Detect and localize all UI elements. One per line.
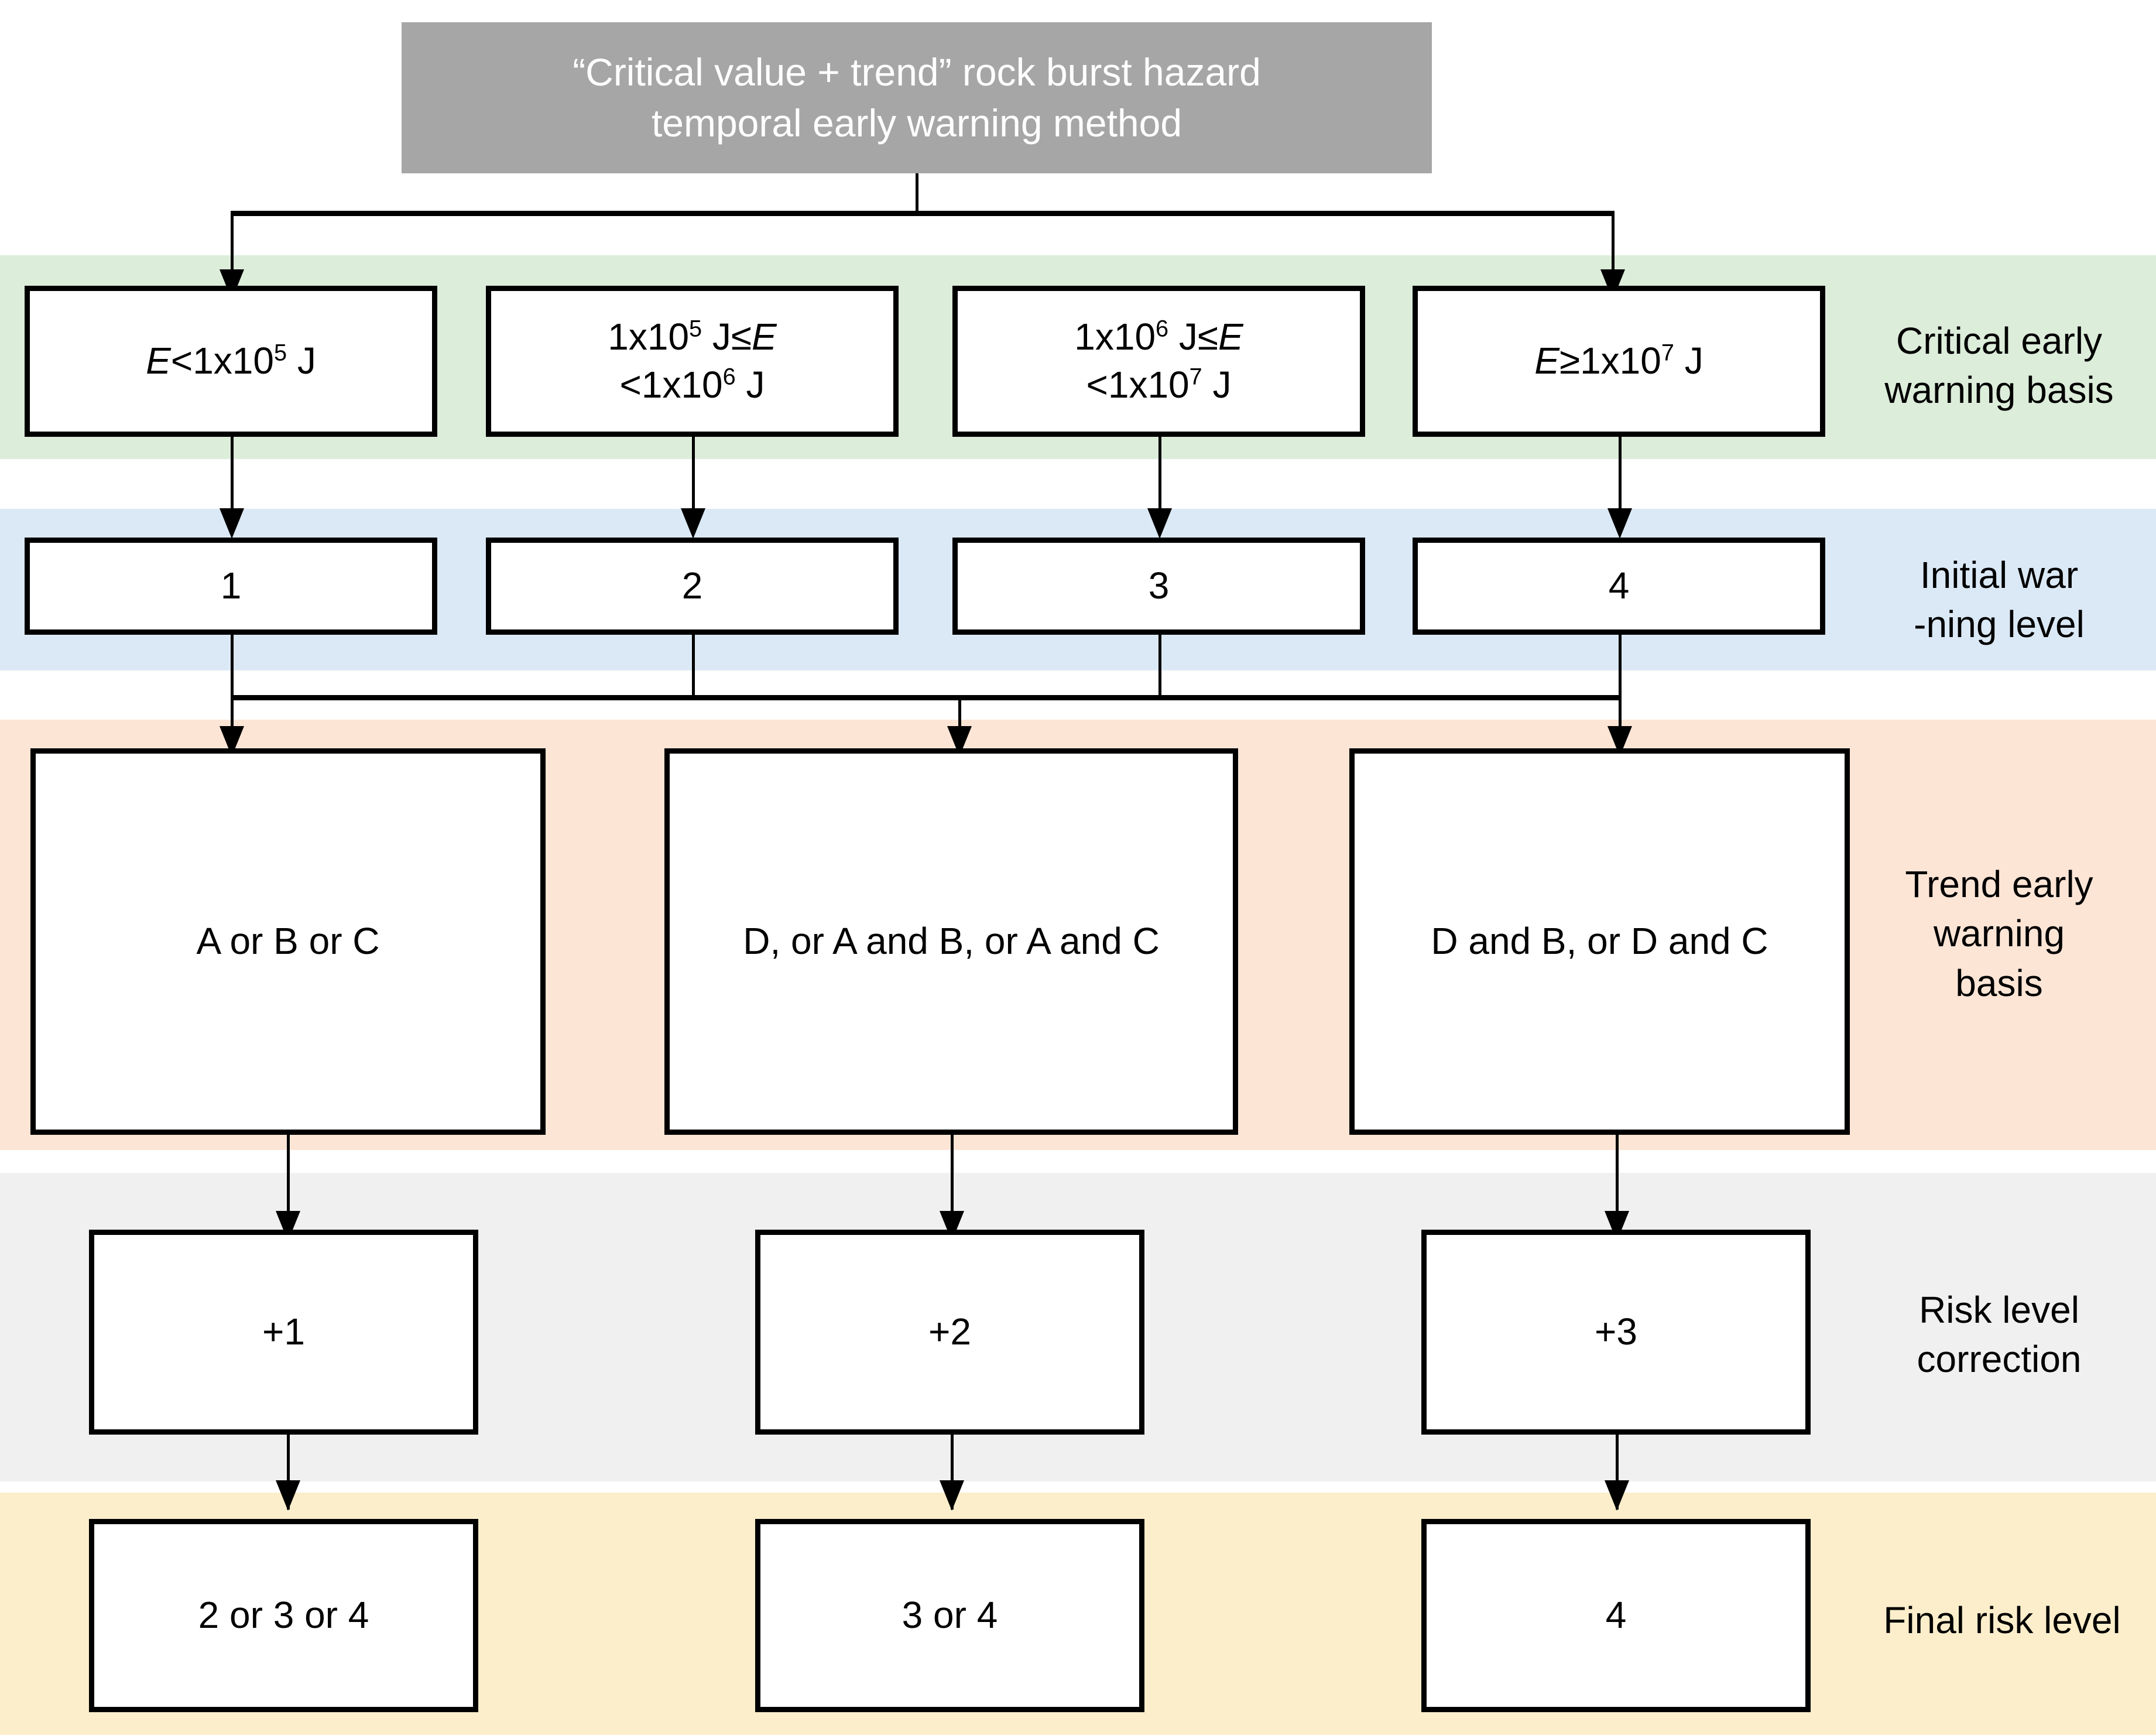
node-corr-1-label: +1 [262, 1310, 305, 1353]
connector-title-bus [231, 211, 1615, 216]
arrowhead-to-lvl-3 [1147, 508, 1172, 539]
band-label-trend-basis-l3: basis [1955, 961, 2043, 1004]
node-corr-3[interactable]: +3 [1421, 1230, 1811, 1435]
arrowhead-to-lvl-1 [220, 508, 244, 539]
band-label-risk-correction-l1: Risk level [1919, 1289, 2079, 1331]
band-label-initial-level: Initial war -ning level [1862, 550, 2137, 649]
node-trend-2[interactable]: D, or A and B, or A and C [664, 748, 1238, 1135]
band-label-critical-basis: Critical early warning basis [1862, 316, 2137, 415]
band-label-final-level-l1: Final risk level [1883, 1599, 2121, 1641]
arrowhead-to-final-1 [276, 1480, 300, 1511]
connector-trend3-to-corr3 [1616, 1135, 1619, 1241]
band-label-risk-correction-l2: correction [1917, 1338, 2082, 1381]
connector-corr2-to-final2 [951, 1435, 954, 1510]
arrowhead-to-lvl-4 [1607, 508, 1632, 539]
connector-title-drop-right [1612, 211, 1615, 278]
connector-corr3-to-final3 [1616, 1435, 1619, 1510]
connector-lvl3-down [1158, 635, 1161, 699]
node-final-3-label: 4 [1605, 1594, 1627, 1637]
connector-corr1-to-final1 [287, 1435, 290, 1510]
node-lvl-3-label: 3 [1148, 564, 1170, 607]
connector-level-bus [231, 695, 1622, 700]
node-lvl-1-label: 1 [220, 564, 242, 607]
band-label-trend-basis-l1: Trend early [1905, 863, 2093, 905]
band-label-initial-level-l2: -ning level [1914, 603, 2085, 646]
node-corr-3-label: +3 [1595, 1310, 1637, 1353]
node-crit-2-label: 1x105 J≤E<1x106 J [608, 316, 777, 406]
node-trend-3[interactable]: D and B, or D and C [1349, 748, 1850, 1135]
node-lvl-1[interactable]: 1 [25, 538, 437, 635]
node-crit-4[interactable]: E≥1x107 J [1413, 286, 1825, 437]
node-crit-4-label: E≥1x107 J [1534, 340, 1703, 382]
node-crit-1[interactable]: E<1x105 J [25, 286, 437, 437]
node-final-2[interactable]: 3 or 4 [755, 1519, 1144, 1712]
connector-crit3-to-lvl3 [1158, 437, 1161, 516]
connector-crit1-to-lvl1 [231, 437, 234, 516]
band-label-risk-correction: Risk level correction [1862, 1285, 2137, 1384]
connector-trend1-to-corr1 [287, 1135, 290, 1241]
node-corr-2-label: +2 [928, 1310, 971, 1353]
arrowhead-to-final-3 [1605, 1480, 1629, 1511]
connector-lvl1-down [231, 635, 234, 699]
connector-crit2-to-lvl2 [692, 437, 695, 516]
node-lvl-2-label: 2 [681, 564, 703, 607]
node-crit-3-label: 1x106 J≤E<1x107 J [1074, 316, 1243, 406]
band-label-initial-level-l1: Initial war [1920, 554, 2079, 596]
node-final-3[interactable]: 4 [1421, 1519, 1811, 1712]
node-trend-3-label: D and B, or D and C [1431, 920, 1768, 963]
band-label-critical-basis-l2: warning basis [1884, 369, 2114, 412]
connector-crit4-to-lvl4 [1619, 437, 1622, 516]
node-trend-2-label: D, or A and B, or A and C [743, 920, 1160, 963]
connector-title-stem [916, 173, 918, 211]
node-crit-2[interactable]: 1x105 J≤E<1x106 J [486, 286, 899, 437]
connector-lvl2-down [692, 635, 695, 699]
node-crit-3[interactable]: 1x106 J≤E<1x107 J [952, 286, 1365, 437]
connector-trend2-to-corr2 [951, 1135, 954, 1241]
node-crit-1-label: E<1x105 J [146, 340, 316, 382]
node-lvl-4-label: 4 [1608, 564, 1630, 607]
node-corr-1[interactable]: +1 [89, 1230, 478, 1435]
node-final-1[interactable]: 2 or 3 or 4 [89, 1519, 478, 1712]
diagram-title-line1: “Critical value + trend” rock burst haza… [573, 50, 1261, 94]
node-final-1-label: 2 or 3 or 4 [198, 1594, 369, 1637]
connector-lvl4-down [1619, 635, 1622, 699]
node-lvl-3[interactable]: 3 [952, 538, 1365, 635]
node-trend-1[interactable]: A or B or C [30, 748, 546, 1135]
arrowhead-to-final-2 [940, 1480, 964, 1511]
band-label-trend-basis: Trend early warning basis [1862, 860, 2137, 1008]
diagram-title: “Critical value + trend” rock burst haza… [402, 22, 1432, 173]
diagram-title-line2: temporal early warning method [651, 101, 1182, 145]
node-lvl-4[interactable]: 4 [1413, 538, 1825, 635]
node-corr-2[interactable]: +2 [755, 1230, 1144, 1435]
arrowhead-to-lvl-2 [681, 508, 705, 539]
connector-title-drop-left [231, 211, 234, 278]
band-label-trend-basis-l2: warning [1933, 912, 2065, 955]
node-final-2-label: 3 or 4 [902, 1594, 998, 1637]
node-trend-1-label: A or B or C [196, 920, 380, 963]
band-label-critical-basis-l1: Critical early [1896, 320, 2103, 362]
band-label-final-level: Final risk level [1856, 1596, 2148, 1645]
node-lvl-2[interactable]: 2 [486, 538, 899, 635]
